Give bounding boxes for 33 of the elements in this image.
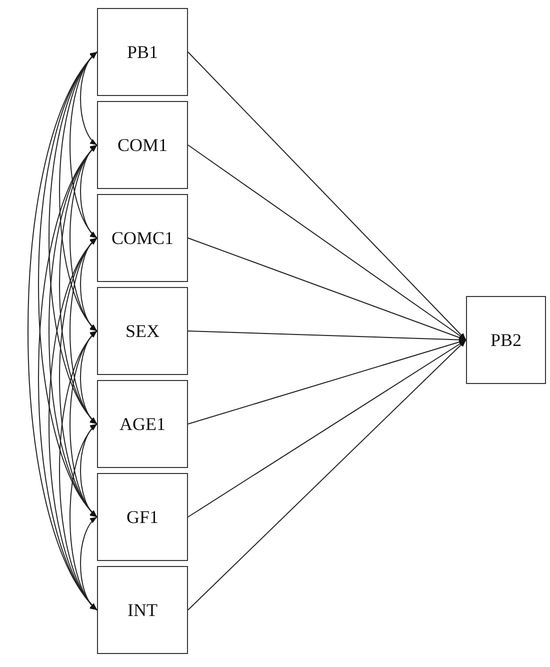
- variable-label: COM1: [117, 134, 168, 156]
- covariance-arrow: [70, 424, 98, 610]
- variable-box: [466, 296, 546, 384]
- variable-label: SEX: [125, 320, 160, 342]
- variable-box: [97, 194, 188, 282]
- covariance-arrow: [70, 330, 98, 518]
- covariance-arrow: [70, 238, 98, 424]
- variable-label: INT: [128, 600, 158, 620]
- path-arrow: [188, 52, 466, 340]
- variable-box: [97, 380, 188, 468]
- covariance-arrow: [59, 238, 98, 518]
- covariance-arrow: [59, 52, 98, 332]
- covariance-arrow: [59, 144, 98, 424]
- variable-label: COMC1: [111, 228, 174, 248]
- variable-box: [97, 101, 188, 189]
- variable-box: [97, 8, 188, 96]
- covariance-arrow: [80, 52, 98, 146]
- covariance-arrow: [80, 424, 98, 518]
- variable-label: PB2: [490, 330, 522, 350]
- variable-label: PB1: [126, 42, 158, 62]
- covariance-arrow: [80, 144, 98, 238]
- covariance-arrow: [80, 330, 98, 424]
- variable-box: [97, 473, 188, 561]
- variable-label: GF1: [126, 506, 158, 528]
- covariance-arrow: [70, 144, 98, 332]
- path-arrow: [188, 340, 466, 610]
- variable-box: [97, 566, 188, 654]
- covariance-arrow: [80, 238, 98, 332]
- covariance-arrow: [80, 516, 98, 610]
- covariance-arrow: [59, 330, 98, 610]
- variable-box: [97, 287, 188, 375]
- covariance-arrow: [70, 52, 98, 238]
- variable-label: AGE1: [120, 414, 166, 434]
